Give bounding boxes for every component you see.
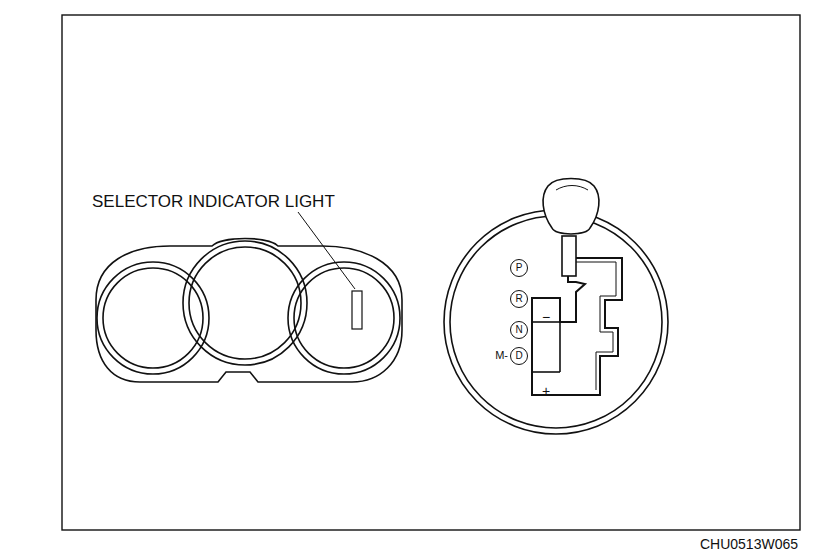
center-gauge-inner — [189, 247, 301, 359]
shift-gate-inner — [573, 262, 616, 390]
position-letter: D — [515, 351, 522, 361]
center-gauge — [183, 241, 307, 365]
position-label: M- — [495, 350, 508, 361]
position-letter: R — [515, 294, 522, 304]
right-gauge — [288, 262, 400, 374]
shift-gate — [532, 258, 622, 395]
position-circle: R — [510, 290, 528, 308]
manual-gate-edge — [559, 322, 561, 372]
plus-divider — [532, 371, 560, 373]
left-gauge-inner — [103, 268, 203, 368]
shift-lever-shaft — [562, 236, 576, 276]
shifter-bezel — [444, 210, 668, 434]
position-letter: P — [516, 263, 523, 273]
shift-symbol: + — [542, 384, 550, 398]
knob-highlight — [556, 186, 588, 191]
frame-border — [62, 15, 800, 530]
left-gauge — [97, 262, 209, 374]
figure-code: CHU0513W065 — [700, 537, 798, 551]
shift-knob — [543, 179, 599, 235]
shift-symbol: − — [542, 310, 550, 324]
right-gauge-inner — [294, 268, 394, 368]
part-label: SELECTOR INDICATOR LIGHT — [92, 193, 335, 210]
leader-line — [298, 212, 355, 289]
position-letter: N — [515, 325, 522, 335]
position-circle: P — [510, 259, 528, 277]
position-circle: N — [510, 321, 528, 339]
cluster-housing — [96, 239, 402, 383]
selector-indicator-light — [352, 291, 362, 329]
position-circle: D — [510, 347, 528, 365]
shifter-bezel-inner — [450, 216, 662, 428]
